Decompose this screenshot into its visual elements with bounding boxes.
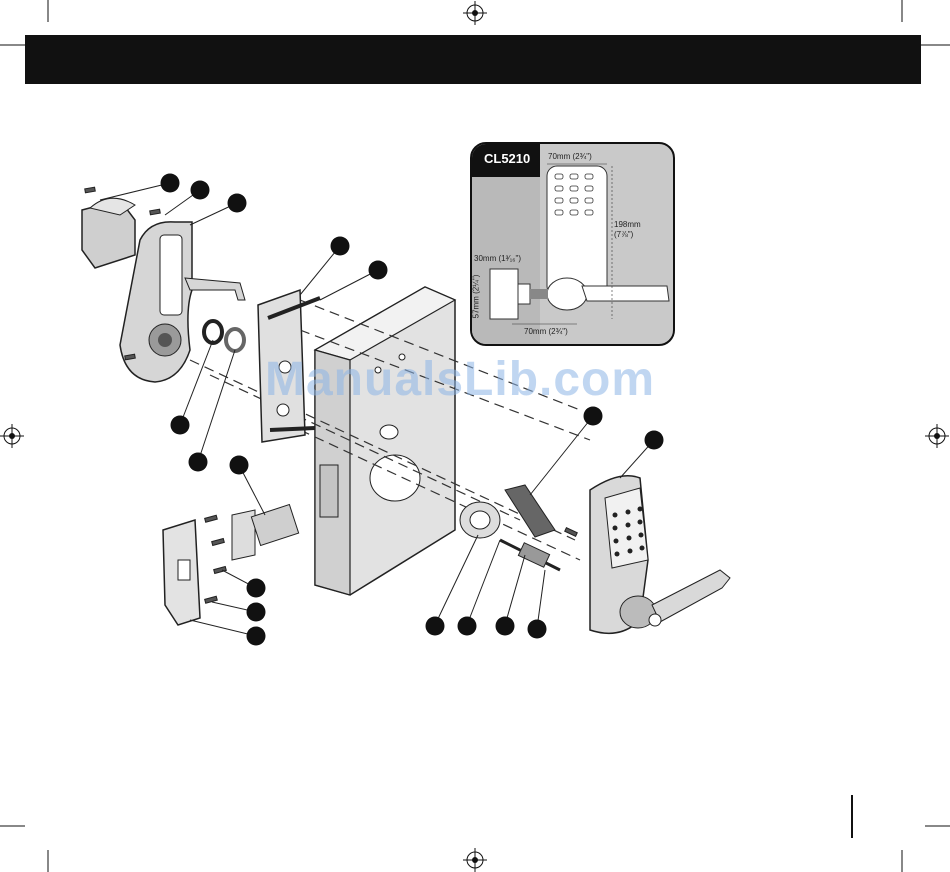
- dim-latch-height: 57mm (2¼"): [471, 275, 480, 319]
- registration-mark-left: [0, 424, 24, 448]
- callout-marker: [228, 194, 247, 213]
- callout-marker: [645, 431, 664, 450]
- latch-assembly: [163, 505, 299, 625]
- inset-drawing: [472, 144, 675, 346]
- registration-mark-right: [925, 424, 949, 448]
- dim-height-in: (7⅞"): [614, 230, 633, 239]
- callout-marker: [161, 174, 180, 193]
- dim-height: 198mm: [614, 220, 641, 229]
- callout-marker: [369, 261, 388, 280]
- door-block: [315, 287, 455, 595]
- dim-bottom-width: 70mm (2¾"): [524, 327, 568, 336]
- callout-marker: [189, 453, 208, 472]
- callout-marker: [191, 181, 210, 200]
- battery-cover: [82, 198, 135, 268]
- callout-marker: [331, 237, 350, 256]
- dimension-inset: CL5210 70mm (2¾") 198mm (7⅞") 30mm (1³⁄₁…: [470, 142, 675, 346]
- callout-marker: [496, 617, 515, 636]
- dim-backset: 30mm (1³⁄₁₆"): [474, 254, 521, 263]
- callout-marker: [171, 416, 190, 435]
- outside-keypad-unit: [590, 476, 730, 634]
- callout-marker: [230, 456, 249, 475]
- callout-marker: [247, 627, 266, 646]
- callout-marker: [247, 603, 266, 622]
- inside-escutcheon: [120, 222, 245, 382]
- callout-marker: [584, 407, 603, 426]
- callout-marker: [528, 620, 547, 639]
- callout-marker: [247, 579, 266, 598]
- registration-mark-bottom: [463, 848, 487, 872]
- registration-mark-top: [463, 1, 487, 25]
- callout-marker: [426, 617, 445, 636]
- watermark: ManualsLib.com: [265, 352, 655, 407]
- callout-marker: [458, 617, 477, 636]
- dim-top-width: 70mm (2¾"): [548, 152, 592, 161]
